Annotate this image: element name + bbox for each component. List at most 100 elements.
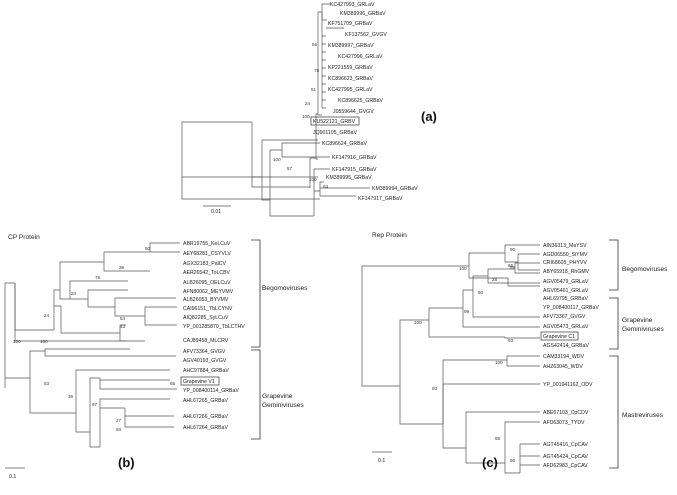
- bootstrap-value: 51: [311, 87, 317, 92]
- taxon-label: AHL67264_GRBaV: [183, 425, 229, 431]
- taxon-label: AEY68281_CSYVLV: [183, 251, 231, 257]
- taxon-label: AGD06550_SiYMV: [543, 252, 588, 258]
- taxon-label: AFD62983_CpCAV: [543, 463, 588, 469]
- bootstrap-value: 28: [492, 277, 498, 282]
- bootstrap-value: 56: [312, 42, 318, 47]
- begomoviruses-bracket: [251, 239, 261, 348]
- taxon-label: AHL67266_GRBaV: [183, 414, 229, 420]
- mastreviruses-bracket: [609, 355, 619, 469]
- bootstrap-value: 24: [71, 291, 77, 296]
- panel-label-c: (c): [482, 455, 498, 470]
- bootstrap-value: 93: [432, 386, 438, 391]
- bootstrap-value: 78: [95, 275, 101, 280]
- bootstrap-value: 66: [508, 263, 514, 268]
- taxon-label: KF137562_GVGV: [345, 32, 387, 38]
- taxon-label: KC896623_GRBaV: [328, 76, 374, 82]
- bootstrap-value: 78: [314, 68, 320, 73]
- group-label-line-1: Grapevine: [622, 317, 653, 324]
- taxon-label: AGS42414_GRBaV: [543, 343, 589, 349]
- taxon-label: AGX32183_PalCV: [183, 261, 227, 267]
- taxon-label: AHL67265_GRBaV: [183, 398, 229, 404]
- bootstrap-value: 93: [116, 427, 122, 432]
- taxon-label: JQ901105_GRBaV: [313, 130, 358, 136]
- taxon-label: AFD63073_TYDV: [543, 420, 585, 426]
- taxon-label: AHL69795_GRBaV: [543, 296, 589, 302]
- taxon-label: AHC97884_GRBaV: [183, 368, 229, 374]
- bootstrap-value: 36: [68, 394, 74, 399]
- group-label-begomoviruses: Begomoviruses: [262, 285, 308, 292]
- taxon-label: AGV40193_GVGV: [183, 358, 227, 364]
- taxon-label: YP_008400114_GRBaV: [183, 388, 239, 394]
- highlight-box: [180, 376, 220, 386]
- panel-b-bootstraps: 50 39 78 24 54 43 24 100 100 53 65 36 97…: [13, 246, 176, 432]
- taxon-label: KC427993_GRLaV: [330, 2, 375, 8]
- highlight-box: [310, 116, 360, 126]
- bootstrap-value: 99: [510, 265, 516, 270]
- taxon-label: AIN36313_MaYSV: [543, 243, 587, 249]
- group-label-grapevine-geminiviruses: Grapevine Geminiviruses: [622, 317, 664, 333]
- bootstrap-value: 100: [273, 157, 281, 162]
- grapevine-geminiviruses-bracket: [609, 297, 619, 350]
- bootstrap-value: 57: [287, 166, 293, 171]
- bootstrap-value: 24: [305, 101, 311, 106]
- taxon-label: ALB26095_OELCuV: [183, 280, 231, 286]
- bootstrap-value: 100: [13, 339, 21, 344]
- bootstrap-value: 99: [464, 309, 470, 314]
- panel-c-tree: [361, 244, 540, 474]
- taxon-label: KM389995_GRBaV: [326, 175, 372, 181]
- bootstrap-value: 100: [302, 114, 310, 119]
- group-label-line-2: Geminiviruses: [622, 326, 664, 333]
- bootstrap-value: 68: [495, 436, 501, 441]
- panel-c-taxa: AIN36313_MaYSV AGD06550_SiYMV CRI68605_P…: [540, 243, 599, 469]
- taxon-label: KF147917_GRBaV: [358, 196, 403, 202]
- taxon-label: YP_008400117_GRBaV: [543, 305, 599, 311]
- group-label-line-2: Geminiviruses: [262, 402, 304, 409]
- bootstrap-value: 54: [120, 316, 126, 321]
- taxon-label: KM389996_GRBaV: [340, 11, 386, 17]
- taxon-label: AGV05473_GRLaV: [543, 324, 589, 330]
- bootstrap-value: 100: [414, 320, 422, 325]
- taxon-label-highlighted: Grapevine V1: [183, 379, 215, 385]
- panel-a-tree: [181, 3, 370, 217]
- bootstrap-value: 39: [119, 265, 125, 270]
- bootstrap-value: 100: [40, 339, 48, 344]
- panel-b-tree: [4, 242, 180, 469]
- bootstrap-value: 97: [92, 402, 98, 407]
- scale-bar-label: 0.1: [378, 458, 385, 464]
- taxon-label: AER26542_ToLCBV: [183, 270, 231, 276]
- grapevine-geminiviruses-bracket: [251, 349, 261, 440]
- taxon-label: ABY65918_RhGMV: [543, 269, 590, 275]
- bootstrap-value: 56: [510, 458, 516, 463]
- taxon-label: KF751709_GRBaV: [328, 21, 373, 27]
- bootstrap-value: 100: [495, 360, 503, 365]
- taxon-label: KC896625_GRBaV: [338, 98, 384, 104]
- bootstrap-value: 65: [170, 381, 176, 386]
- bootstrap-value: 50: [145, 246, 151, 251]
- group-label-grapevine-geminiviruses: Grapevine Geminiviruses: [262, 393, 304, 409]
- taxon-label: AFV73364_GVGV: [183, 349, 226, 355]
- group-label-line-1: Grapevine: [262, 393, 293, 400]
- taxon-label: CAJ89458_MLCRV: [183, 338, 229, 344]
- bootstrap-value: 100: [459, 266, 467, 271]
- taxon-label: KC427995_GRLaV: [328, 87, 373, 93]
- bootstrap-value: 43: [120, 324, 126, 329]
- panel-label-b: (b): [118, 455, 135, 470]
- panel-c-bootstraps: 90 99 100 66 28 50 99 100 93 100 93 68 5…: [414, 247, 516, 463]
- bootstrap-value: 64: [323, 184, 329, 189]
- taxon-label: CAM33194_WDV: [543, 354, 584, 360]
- taxon-label-highlighted: Grapevine C1: [543, 334, 575, 340]
- taxon-label: KF147915_GRBaV: [332, 167, 377, 173]
- bootstrap-value: 50: [478, 290, 484, 295]
- bootstrap-value: 90: [510, 247, 516, 252]
- taxon-label: CAI96151_TbLCYNV: [183, 306, 233, 312]
- taxon-label: AFV73367_GVGV: [543, 314, 586, 320]
- bootstrap-value: 93: [508, 338, 514, 343]
- taxon-label: J0559644_GVGV: [333, 109, 374, 115]
- bootstrap-value: 53: [44, 381, 50, 386]
- taxon-label: KP221559_GRBaV: [328, 65, 373, 71]
- taxon-label: AGV05479_GRLaV: [543, 279, 589, 285]
- panel-c-title: Rep Protein: [372, 232, 407, 239]
- taxon-label: AGV05461_GRLaV: [543, 288, 589, 294]
- begomoviruses-bracket: [609, 239, 619, 291]
